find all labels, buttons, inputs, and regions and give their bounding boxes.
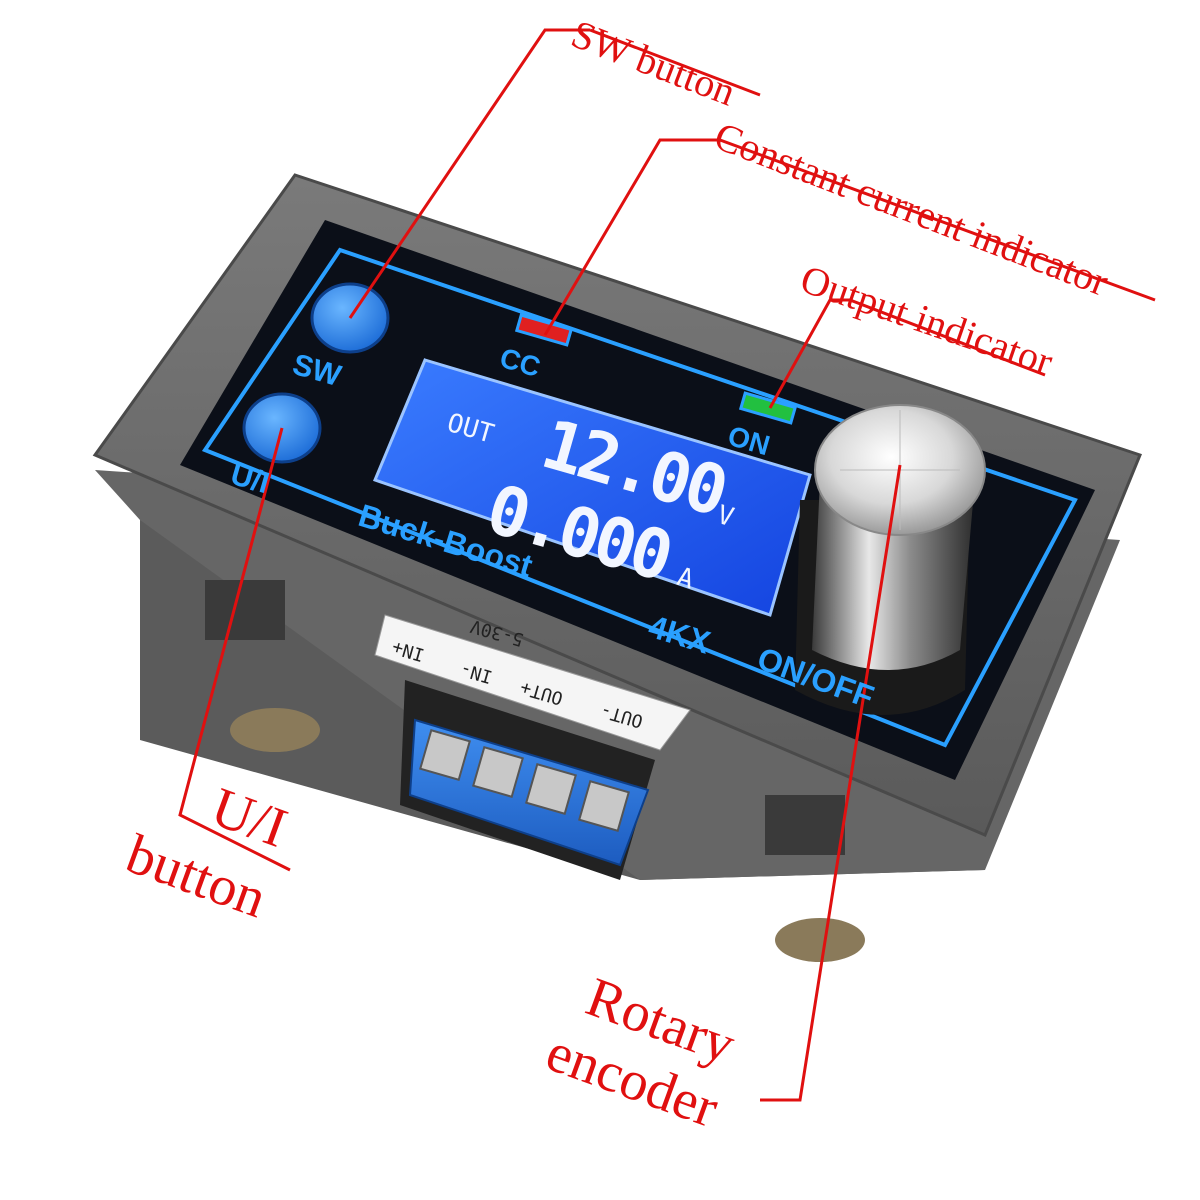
callout-lines [178,28,1156,1102]
terminal-block [400,680,655,880]
cc-led [514,313,574,347]
terminal-label-plate [374,614,691,751]
on-led [738,391,798,425]
lcd-screen [372,358,812,617]
